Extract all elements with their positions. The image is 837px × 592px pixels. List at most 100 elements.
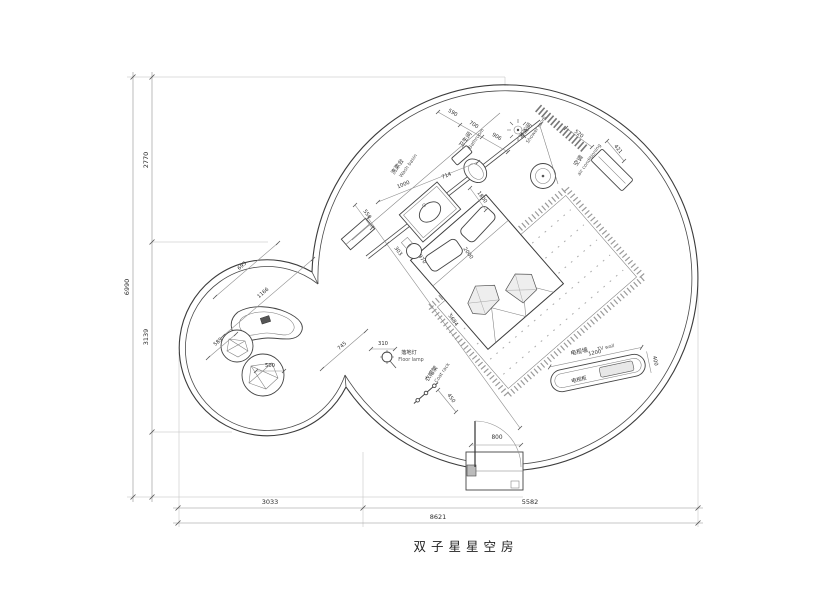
lounge-furniture bbox=[220, 306, 303, 397]
dim-seat-a: 589 bbox=[213, 337, 224, 348]
floorlamp-label-en: Floor lamp bbox=[398, 357, 423, 363]
dim-diag: 5684 bbox=[447, 313, 460, 328]
dim-door: 800 bbox=[491, 435, 502, 441]
basin-bowl bbox=[418, 201, 442, 223]
tv-depth-dim-line bbox=[646, 351, 652, 374]
throw-crumple-1-lines bbox=[467, 286, 500, 315]
dim-rack: 450 bbox=[445, 393, 456, 405]
left-dimension-chain: 2770 3139 6990 bbox=[123, 72, 155, 502]
bottom-dim-ticks bbox=[175, 505, 701, 526]
drawing-title: 双子星星空房 bbox=[413, 539, 518, 554]
dim-bottom-left: 3033 bbox=[262, 498, 279, 506]
washbasin-label: 洗漱台 Wash basin bbox=[389, 153, 419, 179]
extension-lines bbox=[127, 76, 699, 527]
coat-rack-hook-2 bbox=[423, 390, 429, 396]
dim-seat-b: 500 bbox=[265, 363, 275, 369]
stone-seat-2-facets bbox=[248, 362, 279, 390]
throw-crumple-2 bbox=[505, 273, 538, 304]
table-remote bbox=[259, 315, 271, 325]
basin-faucet bbox=[422, 203, 426, 207]
dim-seg-a: 303 bbox=[392, 246, 403, 258]
dim-lounge-a: 693 bbox=[237, 261, 248, 272]
vanity-counter-edge bbox=[351, 112, 501, 241]
main-room-inner-wall bbox=[317, 90, 693, 465]
shower-head-center bbox=[516, 128, 520, 132]
entry-door: 800 bbox=[465, 420, 524, 491]
ac-vent bbox=[598, 156, 626, 184]
main-room-inner-wall-2 bbox=[344, 374, 469, 462]
dim-left-upper: 2770 bbox=[142, 152, 150, 169]
shower-head-ring bbox=[513, 125, 523, 135]
toilet bbox=[451, 145, 488, 184]
shower-head-icon bbox=[507, 119, 529, 141]
shower-head-petals bbox=[507, 119, 529, 141]
interior-dim-ticks bbox=[205, 109, 627, 448]
tv-wall-label-cn: 电视墙 bbox=[570, 346, 589, 357]
shower-glass bbox=[539, 125, 559, 185]
floor-lamp-icon bbox=[381, 351, 393, 363]
dim-top3: 906 bbox=[491, 132, 503, 142]
bed bbox=[409, 193, 565, 351]
tv-dim-ticks bbox=[547, 344, 644, 370]
lounge-room-inner-wall bbox=[185, 266, 346, 431]
coat-rack-hook-1 bbox=[415, 397, 420, 403]
stone-seat-2 bbox=[241, 353, 285, 397]
interior-dim-lines bbox=[207, 111, 625, 429]
toilet-tank bbox=[451, 145, 473, 166]
throw-crumple-2-lines bbox=[505, 273, 537, 303]
shower-wall-hatch bbox=[535, 104, 589, 154]
dim-shower-w: 520 bbox=[573, 129, 585, 140]
dim-bottom-total: 8621 bbox=[430, 513, 447, 521]
floor-lamp-stem bbox=[389, 360, 397, 369]
door-pier bbox=[466, 464, 477, 477]
round-basin-inner bbox=[535, 168, 551, 184]
lounge-room-outer-wall bbox=[178, 259, 347, 437]
floorlamp-label: 落地灯 Floor lamp bbox=[398, 348, 423, 363]
passage-jambs bbox=[311, 271, 524, 471]
dim-left-total: 6990 bbox=[123, 279, 131, 296]
left-dim-lines bbox=[132, 72, 153, 502]
pillow-right bbox=[460, 206, 496, 243]
wash-basin bbox=[398, 181, 462, 243]
walls bbox=[178, 84, 699, 471]
bedside-table bbox=[406, 243, 422, 259]
bathroom-fixtures bbox=[398, 104, 589, 243]
tv-screen bbox=[598, 360, 635, 378]
dim-vanity1: 1000 bbox=[396, 180, 410, 191]
basin-counter-inner bbox=[403, 185, 457, 239]
sheet-line bbox=[432, 220, 509, 287]
tv-cabinet-label: 电视柜 bbox=[570, 374, 587, 385]
round-basin-drain bbox=[541, 174, 545, 178]
carpet-tassel-border bbox=[426, 184, 648, 400]
floor-lamp-ticks bbox=[380, 350, 394, 364]
pillow-left bbox=[425, 238, 463, 272]
bathroom-partition bbox=[340, 112, 543, 259]
dim-seg-b: 970 bbox=[416, 254, 427, 266]
dim-bottom-right: 5582 bbox=[522, 498, 539, 506]
tv-dim-line bbox=[549, 347, 642, 368]
entry-mat bbox=[510, 480, 520, 489]
wall-niche bbox=[340, 217, 376, 251]
coat-rack bbox=[413, 382, 439, 404]
left-dim-ticks bbox=[130, 74, 155, 500]
bedside-tray bbox=[400, 236, 414, 250]
dim-lounge-b: 1166 bbox=[256, 287, 270, 300]
dim-link: 745 bbox=[337, 341, 348, 352]
dim-vanity2: 714 bbox=[441, 171, 453, 181]
bottom-dim-lines bbox=[173, 507, 703, 524]
dim-tv-length: 1200 bbox=[588, 349, 602, 358]
dim-tv-depth: 400 bbox=[651, 355, 659, 366]
dim-lamp: 310 bbox=[378, 341, 388, 347]
main-room-outer-wall bbox=[311, 84, 699, 471]
tv-wall-group: 1200 电视柜 400 电视墙 TV wall bbox=[547, 343, 659, 393]
main-room-outer-wall-2 bbox=[345, 386, 468, 468]
dim-left-lower: 3139 bbox=[142, 329, 150, 346]
bottom-dimension-chain: 3033 5582 8621 bbox=[173, 498, 703, 526]
partition-wall bbox=[365, 119, 543, 259]
dim-wall-off: 550 bbox=[361, 209, 372, 221]
stone-seat-1-facets bbox=[226, 338, 249, 358]
dim-top2: 700 bbox=[468, 120, 480, 130]
coat-rack-hook-3 bbox=[432, 383, 437, 389]
